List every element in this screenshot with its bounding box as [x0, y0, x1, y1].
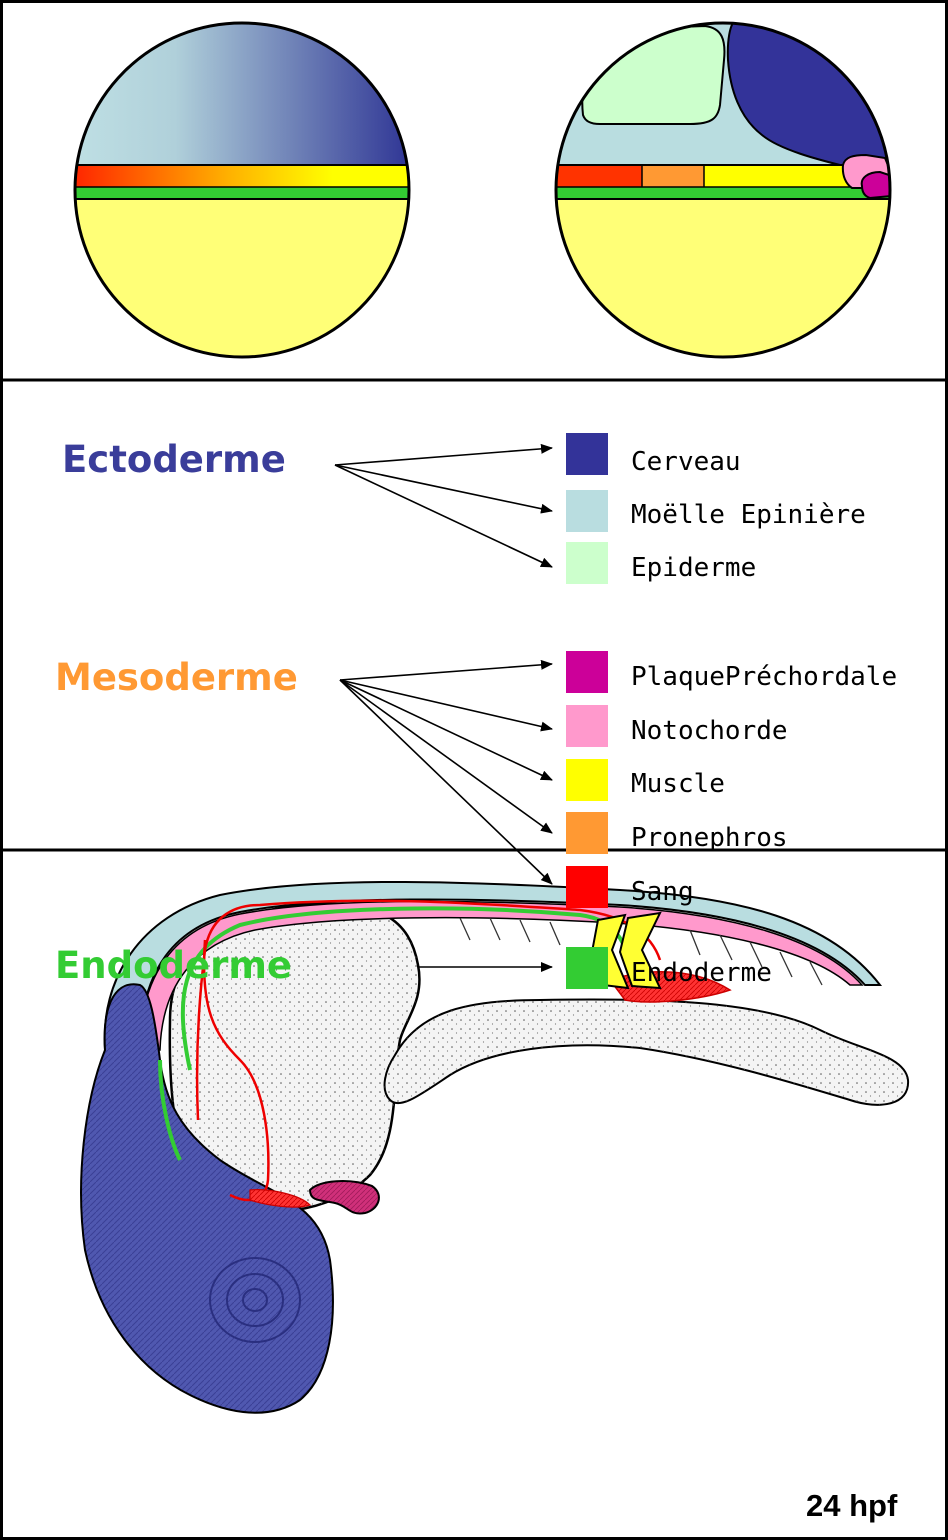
tissue-label-moelle-epiniere: Moëlle Epinière: [631, 500, 866, 530]
tissue-label-notochorde: Notochorde: [631, 716, 788, 746]
right-yolk: [550, 199, 900, 369]
tissue-label-epiderme: Epiderme: [631, 553, 756, 583]
arrow-mesoderme-sang: [340, 680, 552, 884]
swatch-muscle: [566, 759, 608, 801]
stage-label: 24 hpf: [806, 1488, 897, 1524]
right-pronephros-band: [642, 165, 704, 187]
tissue-label-sang: Sang: [631, 877, 694, 907]
swatch-endoderme: [566, 947, 608, 989]
embryo-prechordal-plate: [310, 1181, 379, 1213]
swatch-pronephros: [566, 812, 608, 854]
right-blood-band: [550, 165, 642, 187]
arrow-mesoderme-notochorde: [340, 680, 552, 729]
germ-label-mesoderme: Mesoderme: [55, 658, 298, 698]
left-mesoderm-band: [70, 165, 420, 187]
left-endoderm-band: [70, 187, 420, 199]
tissue-label-plaque-prechordale: PlaquePréchordale: [631, 662, 897, 692]
tissue-label-pronephros: Pronephros: [631, 823, 788, 853]
tissue-label-cerveau: Cerveau: [631, 447, 741, 477]
arrow-ectoderm-epiderme: [335, 465, 552, 567]
tissue-label-endoderme: Endoderme: [631, 958, 772, 988]
swatch-sang: [566, 866, 608, 908]
swatch-epiderme: [566, 542, 608, 584]
arrow-ectoderm-cerveau: [335, 448, 552, 465]
arrow-ectoderm-moelle: [335, 465, 552, 511]
tissue-label-muscle: Muscle: [631, 769, 725, 799]
right-endoderm-band: [550, 187, 900, 199]
left-ectoderm-region: [70, 20, 420, 165]
swatch-plaque-prechordale: [566, 651, 608, 693]
swatch-cerveau: [566, 433, 608, 475]
arrow-mesoderme-pronephros: [340, 680, 552, 833]
germ-label-endoderme: Endoderme: [55, 946, 292, 986]
left-yolk: [70, 199, 420, 369]
swatch-moelle-epiniere: [566, 490, 608, 532]
arrow-mesoderme-muscle: [340, 680, 552, 780]
germ-label-ectoderme: Ectoderme: [62, 440, 286, 480]
swatch-notochorde: [566, 705, 608, 747]
arrow-mesoderme-plaque: [340, 664, 552, 680]
right-prechordal-plate-region: [862, 172, 892, 198]
tail-stipple: [385, 999, 909, 1104]
